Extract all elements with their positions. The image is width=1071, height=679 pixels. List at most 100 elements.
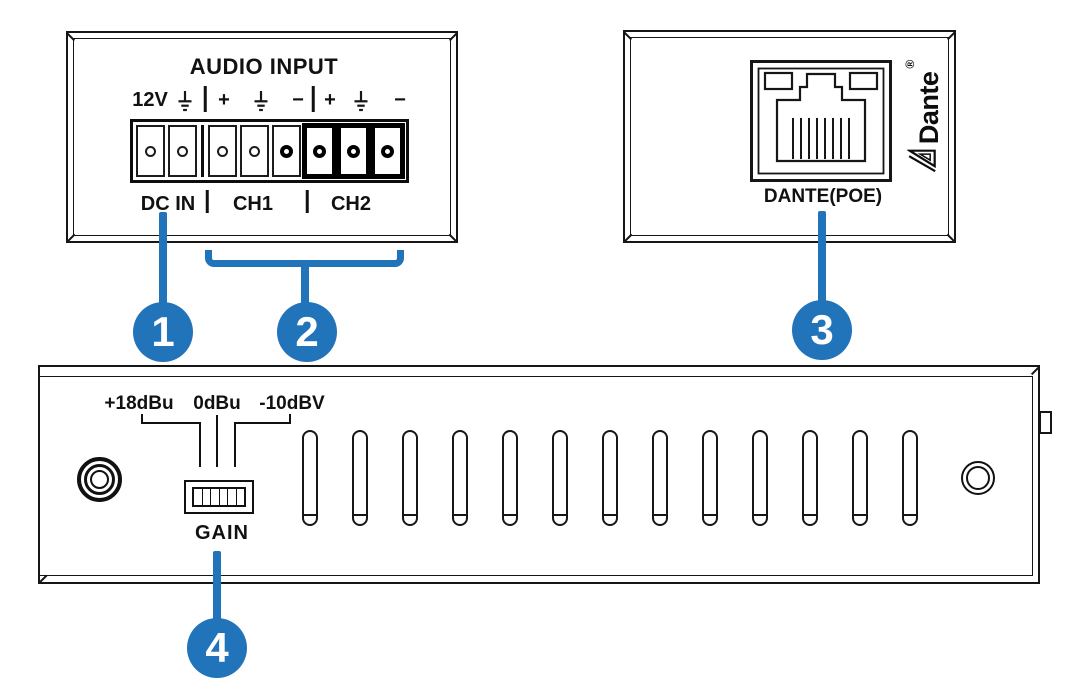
ground-icon [353,90,370,117]
callout-line-1 [159,212,167,305]
label-ch2-minus: − [394,89,406,111]
ground-icon [177,90,194,117]
label-ch1: CH1 [232,193,274,215]
screw-hole [381,144,394,158]
dante-brand-text: Dante [913,71,944,145]
label-separator-bar [205,190,209,213]
leader-line [216,415,218,467]
screw-hole [217,145,228,157]
screw-hole [249,145,260,157]
callout-line-2 [301,264,309,304]
corner-chamfer [946,31,956,40]
vent-slot [552,430,568,526]
vent-slot [702,430,718,526]
label-12v: 12V [132,89,168,111]
hole-ring [966,466,990,490]
label-separator-bar [203,86,207,112]
vent-slot [652,430,668,526]
panel-inner-frame [40,376,1033,576]
leader-line [199,422,201,467]
callout-badge-4: 4 [187,618,247,678]
dip-switch-cell [220,489,228,505]
screw-hole [177,145,188,157]
hole-ring [90,470,109,489]
leader-line [289,414,291,424]
callout-badge-3: 3 [792,300,852,360]
corner-chamfer [448,233,458,242]
terminal-ch1-plus [208,125,237,177]
leader-line [234,422,291,424]
dip-switch-cell [237,489,245,505]
gain-dip-switch [184,480,254,514]
label-gain-mid: 0dBu [193,393,241,414]
vent-slot [602,430,618,526]
leader-line [141,422,201,424]
callout-line-3 [818,211,826,302]
leader-line [234,422,236,467]
ground-icon [253,90,270,117]
dip-switch-slider [192,487,246,507]
dante-logo-icon [905,147,941,173]
corner-chamfer [66,233,76,242]
terminal-ch1-minus [272,125,301,177]
corner-chamfer [946,233,956,242]
terminal-dc-positive [136,125,165,177]
callout-bracket-2 [205,250,404,267]
vent-slot [502,430,518,526]
vent-slot [802,430,818,526]
hole-ring [84,464,115,495]
vent-slot [452,430,468,526]
rear-panel: +18dBu 0dBu -10dBV GAIN [38,365,1052,584]
corner-chamfer [1030,366,1040,375]
dip-switch-cell [203,489,211,505]
label-dc-in: DC IN [140,193,196,215]
dip-switch-cell [228,489,237,505]
vent-slot [302,430,318,526]
label-ch1-plus: + [218,89,230,111]
vent-slot [852,430,868,526]
label-gain-high: +18dBu [104,393,174,414]
leader-line [141,414,143,424]
audio-input-panel: AUDIO INPUT 12V + − + − [66,31,458,243]
screw-hole [313,144,326,158]
screw-hole [280,144,293,158]
label-ch1-minus: − [292,89,304,111]
dip-switch-cell [211,489,220,505]
label-separator-bar [311,86,315,112]
vent-slot [402,430,418,526]
panel-title: AUDIO INPUT [189,54,339,79]
label-ch2-plus: + [324,89,336,111]
vent-slot [352,430,368,526]
terminal-group-divider [201,125,204,177]
terminal-ch2-plus [304,125,335,177]
side-mounting-tab [1039,411,1052,434]
corner-chamfer [623,233,633,242]
vent-slot [752,430,768,526]
screw-hole [145,145,156,157]
label-dante-poe: DANTE(POE) [763,186,883,207]
label-gain: GAIN [195,522,249,544]
corner-chamfer [448,32,458,41]
right-mount-hole [961,461,995,495]
terminal-block [130,119,409,183]
callout-badge-2: 2 [277,302,337,362]
corner-chamfer [623,31,633,40]
terminal-dc-ground [168,125,197,177]
dante-brand-logo: Dante ® [893,52,955,180]
label-ch2: CH2 [330,193,372,215]
vent-slot [902,430,918,526]
terminal-ch1-ground [240,125,269,177]
left-mount-hole [77,457,122,502]
label-gain-low: -10dBV [259,393,325,414]
dante-panel: Dante ® DANTE(POE) [623,30,956,243]
callout-badge-1: 1 [133,302,193,362]
corner-chamfer [38,574,48,583]
label-separator-bar [305,190,309,213]
terminal-ch2-ground [338,125,369,177]
screw-hole [347,144,360,158]
registered-trademark: ® [903,59,918,69]
corner-chamfer [66,32,76,41]
callout-line-4 [213,551,221,620]
terminal-ch2-minus [372,125,403,177]
